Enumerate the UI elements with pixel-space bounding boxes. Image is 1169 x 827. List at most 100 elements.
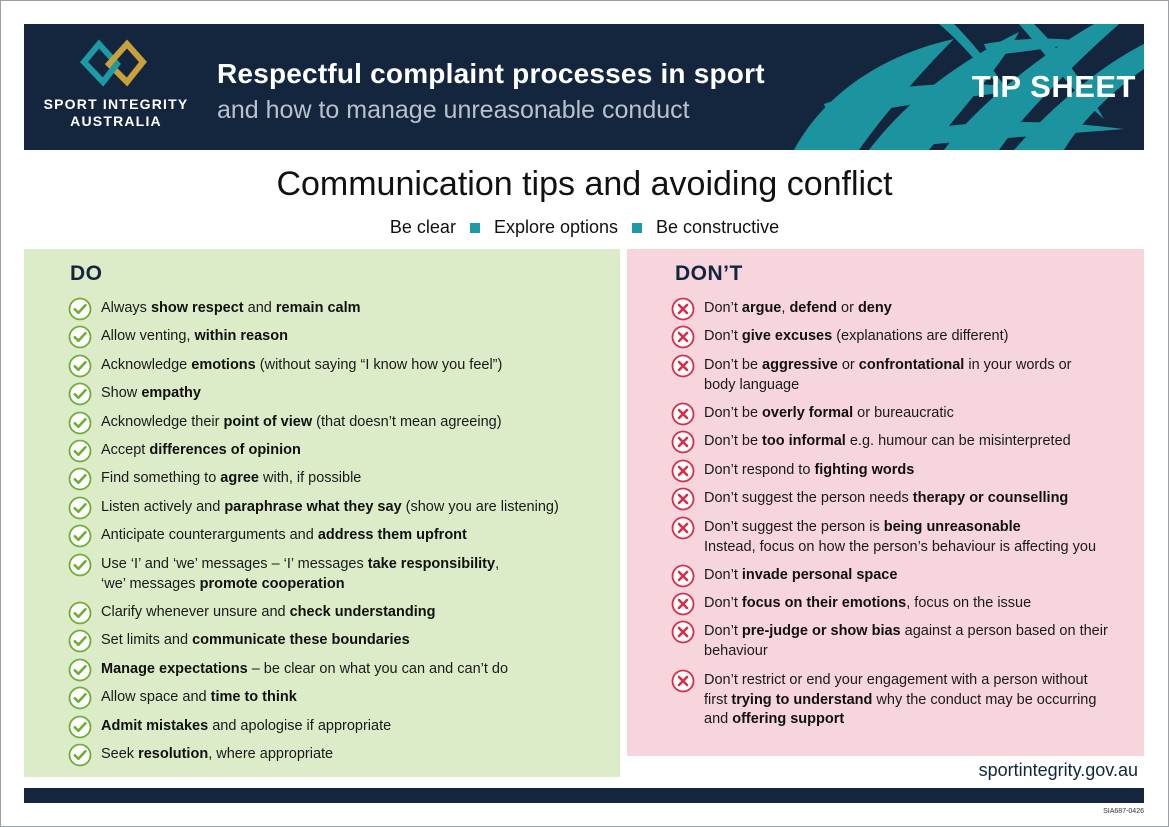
item-text-segment: Don’t be: [704, 357, 763, 373]
square-bullet-icon: [469, 222, 480, 233]
check-circle-icon: [68, 467, 92, 491]
item-text-segment: or: [837, 357, 859, 373]
x-circle-icon: [671, 459, 695, 483]
teal-brush-decoration: [794, 24, 1144, 150]
check-circle-icon: [68, 715, 92, 739]
do-item: Set limits and communicate these boundar…: [68, 629, 613, 653]
emphasis-text: being unreasonable: [883, 519, 1021, 535]
item-text-segment: behaviour: [704, 642, 768, 659]
org-name-line2: AUSTRALIA: [70, 113, 162, 129]
check-circle-icon: [68, 439, 92, 463]
do-item-text: Set limits and communicate these boundar…: [101, 631, 613, 651]
item-text-segment: against a person based on their: [900, 623, 1108, 639]
emphasis-text: give excuses: [741, 328, 833, 344]
emphasis-text: defend: [789, 300, 837, 316]
dont-item: Don’t argue, defend or deny: [671, 297, 1139, 321]
emphasis-text: point of view: [223, 414, 313, 430]
do-item-text: Manage expectations – be clear on what y…: [101, 660, 613, 680]
do-item: Manage expectations – be clear on what y…: [68, 658, 613, 682]
item-text-segment: Show: [101, 385, 142, 401]
emphasis-text: too informal: [762, 433, 846, 449]
item-text-segment: Anticipate counterarguments and: [101, 527, 318, 543]
dont-item: Don’t invade personal space: [671, 564, 1139, 588]
item-text-segment: Don’t restrict or end your engagement wi…: [704, 672, 1088, 688]
website-url[interactable]: sportintegrity.gov.au: [978, 760, 1138, 780]
item-text-segment: Don’t be: [704, 433, 763, 449]
do-item-text: Acknowledge their point of view (that do…: [101, 413, 613, 433]
org-name-line1: SPORT INTEGRITY: [43, 96, 189, 112]
dont-item: Don’t give excuses (explanations are dif…: [671, 325, 1139, 349]
check-circle-icon: [68, 743, 92, 767]
dont-item-text: Don’t pre-judge or show bias against a p…: [704, 622, 1139, 661]
x-circle-icon: [671, 620, 695, 644]
emphasis-text: paraphrase what they say: [224, 499, 402, 515]
x-circle-icon: [671, 592, 695, 616]
do-item: Admit mistakes and apologise if appropri…: [68, 715, 613, 739]
item-text-segment: (that doesn’t mean agreeing): [312, 414, 502, 430]
do-panel-title: DO: [70, 262, 103, 285]
dont-item-text: Don’t give excuses (explanations are dif…: [704, 327, 1139, 347]
do-item: Find something to agree with, if possibl…: [68, 467, 613, 491]
check-circle-icon: [68, 658, 92, 682]
check-circle-icon: [68, 496, 92, 520]
emphasis-text: offering support: [732, 711, 845, 727]
dont-item: Don’t restrict or end your engagement wi…: [671, 669, 1139, 730]
do-item-text: Clarify whenever unsure and check unders…: [101, 603, 613, 623]
emphasis-text: focus on their emotions: [741, 595, 907, 611]
emphasis-text: pre-judge or show bias: [741, 623, 901, 639]
item-text-segment: with, if possible: [259, 470, 362, 486]
do-item: Acknowledge their point of view (that do…: [68, 411, 613, 435]
org-name: SPORT INTEGRITY AUSTRALIA: [42, 96, 190, 130]
item-text-segment: or: [836, 300, 858, 316]
item-text-segment: in your words or: [964, 357, 1072, 373]
check-circle-icon: [68, 601, 92, 625]
emphasis-text: communicate these boundaries: [192, 632, 410, 648]
do-item-text: Seek resolution, where appropriate: [101, 745, 613, 765]
item-text-segment: Allow venting,: [101, 328, 195, 344]
do-item: Acknowledge emotions (without saying “I …: [68, 354, 613, 378]
do-item-text: Accept differences of opinion: [101, 441, 613, 461]
emphasis-text: remain calm: [275, 300, 361, 316]
item-text-segment: Don’t: [704, 623, 742, 639]
dont-item-text: Don’t be too informal e.g. humour can be…: [704, 432, 1139, 452]
emphasis-text: take responsibility: [367, 556, 496, 572]
do-item-text: Anticipate counterarguments and address …: [101, 526, 613, 546]
tagline-item: Be constructive: [656, 217, 780, 237]
emphasis-text: invade personal space: [741, 567, 898, 583]
item-text-segment: ,: [781, 300, 790, 316]
emphasis-text: agree: [220, 470, 259, 486]
check-circle-icon: [68, 382, 92, 406]
do-item-text: Always show respect and remain calm: [101, 299, 613, 319]
do-item: Always show respect and remain calm: [68, 297, 613, 321]
item-text-segment: , where appropriate: [208, 746, 334, 762]
do-item: Allow venting, within reason: [68, 325, 613, 349]
dont-item: Don’t focus on their emotions, focus on …: [671, 592, 1139, 616]
x-circle-icon: [671, 402, 695, 426]
item-text-segment: (without saying “I know how you feel”): [255, 357, 503, 373]
do-item-text: Acknowledge emotions (without saying “I …: [101, 356, 613, 376]
tagline-item: Explore options: [493, 217, 619, 237]
dont-item-text: Don’t be overly formal or bureaucratic: [704, 404, 1139, 424]
footer-bar: [24, 788, 1144, 803]
item-text-segment: Accept: [101, 442, 150, 458]
main-heading: Communication tips and avoiding conflict: [276, 165, 893, 203]
emphasis-text: deny: [857, 300, 892, 316]
emphasis-text: show respect: [150, 300, 244, 316]
x-circle-icon: [671, 297, 695, 321]
x-circle-icon: [671, 564, 695, 588]
emphasis-text: empathy: [141, 385, 201, 401]
check-circle-icon: [68, 297, 92, 321]
item-text-segment: Acknowledge: [101, 357, 192, 373]
item-text-segment: body language: [704, 376, 800, 393]
item-text-segment: Find something to: [101, 470, 221, 486]
x-circle-icon: [671, 669, 695, 693]
do-item: Anticipate counterarguments and address …: [68, 524, 613, 548]
emphasis-text: emotions: [191, 357, 256, 373]
dont-item-text: Don’t suggest the person is being unreas…: [704, 518, 1139, 557]
item-text-segment: ,: [495, 556, 500, 572]
item-text-segment: Allow space and: [101, 689, 211, 705]
emphasis-text: resolution: [138, 746, 209, 762]
emphasis-text: aggressive: [762, 357, 838, 373]
